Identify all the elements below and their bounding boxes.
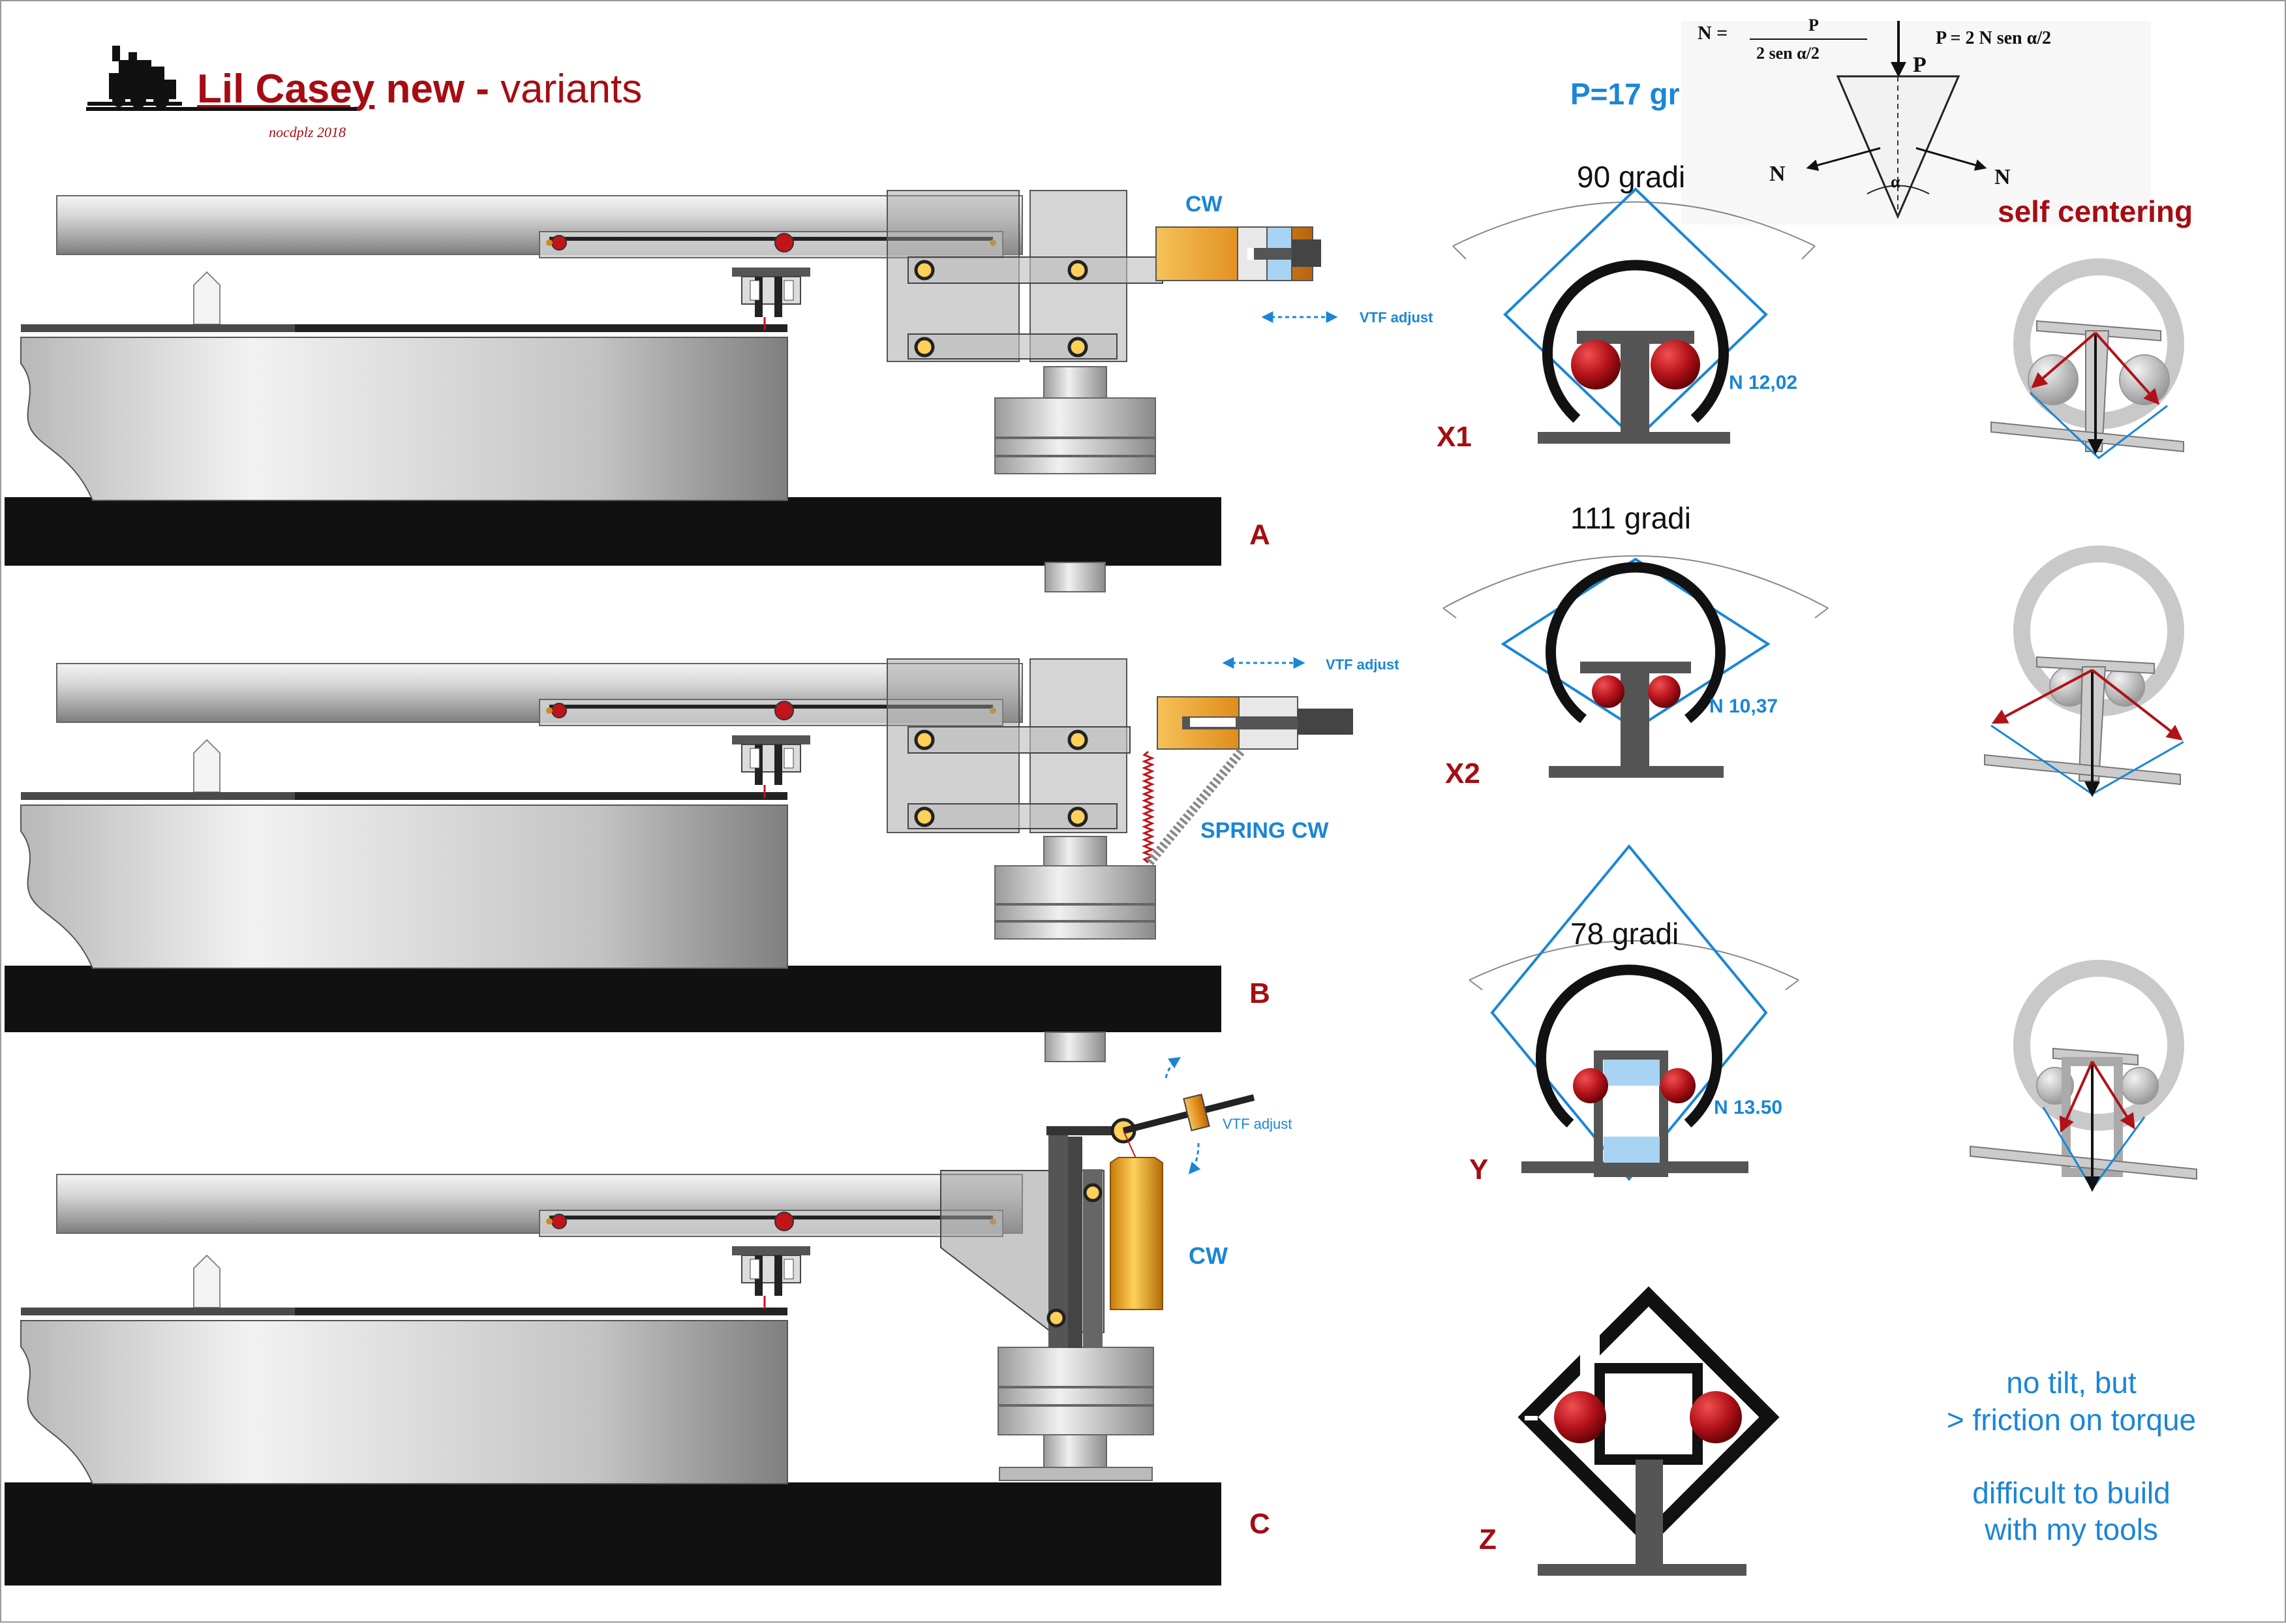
variant-c: VTF adjust CW C xyxy=(5,1057,1292,1586)
vtf-label-b: VTF adjust xyxy=(1326,656,1399,673)
plinth-a xyxy=(5,497,1221,566)
y-label: Y xyxy=(1469,1154,1488,1186)
vtf-label-c: VTF adjust xyxy=(1223,1116,1292,1132)
variant-b: VTF adjust SPRING CW B xyxy=(5,656,1399,1062)
note-line1: no tilt, but xyxy=(2006,1366,2137,1400)
variant-a: CW VTF adjust A xyxy=(5,190,1433,592)
variant-letter-a: A xyxy=(1249,519,1270,551)
formula-den: 2 sen α/2 xyxy=(1756,44,1820,63)
formula-lhs: N = xyxy=(1698,22,1728,44)
formula-p: P xyxy=(1913,53,1927,77)
locomotive-logo xyxy=(87,46,182,108)
y-force-label: N 13.50 xyxy=(1714,1097,1782,1118)
bearing-y: 78 gradi N 13.50 Y xyxy=(1469,844,1799,1186)
x1-angle-label: 90 gradi xyxy=(1577,160,1685,194)
self-centering-2 xyxy=(1984,545,2184,797)
title-text: Lil Casey new - variants xyxy=(197,67,642,112)
platter-b xyxy=(20,739,788,969)
cw-label-c: CW xyxy=(1189,1242,1228,1269)
formula-panel: N = P 2 sen α/2 P = 2 N sen α/2 P N N α xyxy=(1681,16,2151,224)
title-underline xyxy=(86,107,357,111)
vtf-weight-c xyxy=(1183,1094,1210,1131)
spring-grey xyxy=(1146,748,1245,866)
platter-c xyxy=(20,1255,788,1484)
self-centering-label: self centering xyxy=(1998,194,2193,228)
spring-red xyxy=(1142,750,1155,864)
cw-label-a: CW xyxy=(1185,192,1223,217)
formula-right: P = 2 N sen α/2 xyxy=(1936,28,2051,48)
title-part1: Lil Casey xyxy=(197,67,375,112)
x1-force-label: N 12,02 xyxy=(1729,372,1797,393)
title-part3: variants xyxy=(500,67,642,112)
notes: no tilt, but > friction on torque diffic… xyxy=(1947,1366,2196,1546)
x1-label: X1 xyxy=(1437,421,1472,453)
bearing-x1: 90 gradi N 12,02 X1 xyxy=(1437,160,1816,453)
load-label: P=17 gr xyxy=(1570,77,1680,111)
y-angle-label: 78 gradi xyxy=(1570,917,1679,951)
z-label: Z xyxy=(1479,1524,1497,1555)
formula-num: P xyxy=(1808,16,1819,35)
formula-n-right: N xyxy=(1994,165,2011,189)
formula-alpha: α xyxy=(1891,172,1900,191)
bearing-z: Z xyxy=(1479,1286,1780,1576)
variant-letter-c: C xyxy=(1249,1508,1270,1540)
formula-n-left: N xyxy=(1769,162,1786,186)
vtf-label-a: VTF adjust xyxy=(1360,309,1433,326)
variant-letter-b: B xyxy=(1249,977,1270,1009)
plinth-c xyxy=(5,1482,1221,1586)
subtitle-text: nocdplz 2018 xyxy=(269,124,346,140)
note-line3: difficult to build xyxy=(1972,1476,2170,1510)
spring-cw-label: SPRING CW xyxy=(1200,818,1329,843)
title-part2: new - xyxy=(374,67,500,112)
x2-force-label: N 10,37 xyxy=(1709,696,1778,717)
self-centering-3 xyxy=(1970,960,2197,1192)
note-line4: with my tools xyxy=(1984,1512,2158,1546)
plinth-b xyxy=(5,966,1221,1032)
bearing-x2: 111 gradi N 10,37 X2 xyxy=(1442,501,1829,789)
self-centering-1 xyxy=(1990,258,2184,459)
counterweight-c xyxy=(1110,1157,1163,1310)
note-line2: > friction on torque xyxy=(1947,1403,2196,1437)
platter-a xyxy=(20,271,788,501)
x2-angle-label: 111 gradi xyxy=(1570,501,1691,535)
x2-label: X2 xyxy=(1445,758,1480,789)
